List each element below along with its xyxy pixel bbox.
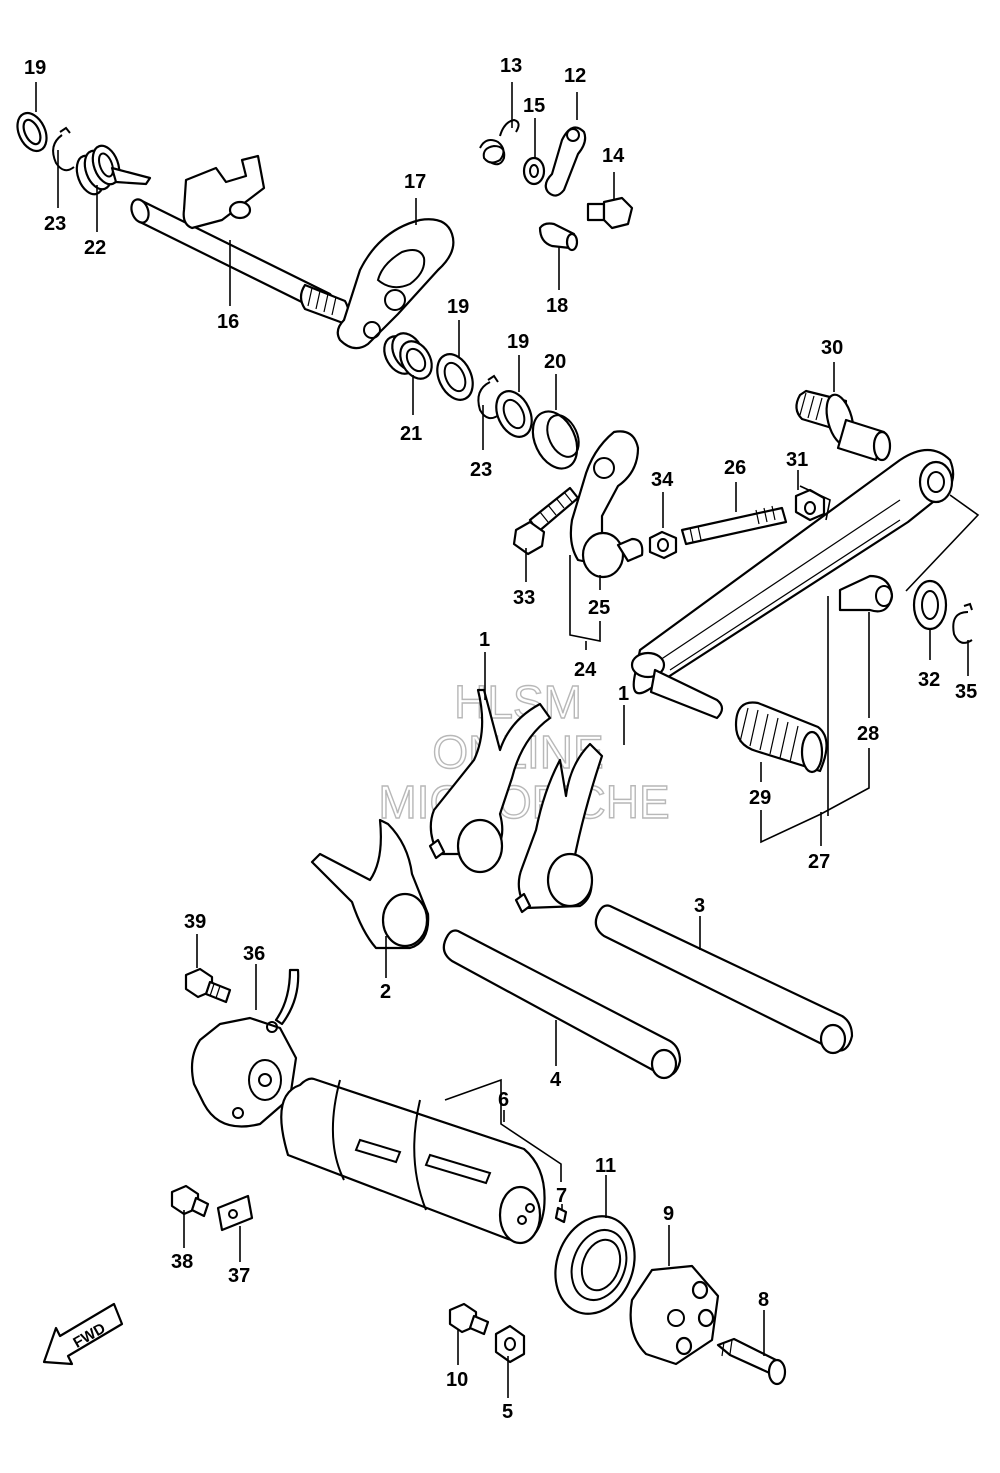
fwd-arrow-icon: FWD	[42, 1302, 124, 1366]
callout-labels: 19 23 22 16 17 13 15 12 14 18 19 19 20 2…	[24, 55, 977, 1423]
leader-lines	[35, 82, 980, 1398]
spring-21	[383, 332, 433, 380]
circlip-35	[952, 602, 973, 644]
shaft-30	[795, 389, 892, 462]
shift-drum-6	[280, 1077, 546, 1245]
washer-15	[522, 156, 546, 186]
callout-31: 31	[786, 449, 808, 471]
callout-24: 24	[574, 659, 597, 681]
arm-24	[569, 430, 644, 579]
callout-22: 22	[84, 237, 106, 259]
bolt-39	[184, 967, 232, 1004]
shift-lever-27	[630, 448, 955, 720]
rubber-29	[734, 701, 828, 774]
callout-25: 25	[588, 597, 610, 619]
shift-fork-1-right	[514, 742, 604, 914]
callout-18: 18	[546, 295, 568, 317]
cam-9	[629, 1264, 720, 1366]
callout-27: 27	[808, 851, 830, 873]
callout-21: 21	[400, 423, 422, 445]
callout-10: 10	[446, 1369, 468, 1391]
callout-32: 32	[918, 669, 940, 691]
pin-18	[538, 222, 579, 252]
circlip-23-left	[52, 126, 75, 172]
callout-29: 29	[749, 787, 771, 809]
callout-38: 38	[171, 1251, 193, 1273]
callout-16: 16	[217, 311, 239, 333]
callout-28: 28	[857, 723, 879, 745]
callout-14: 14	[602, 145, 625, 167]
washer-32	[912, 579, 948, 631]
pin-28	[838, 574, 894, 613]
callout-23-mid: 23	[470, 459, 492, 481]
link-12	[544, 126, 587, 197]
bolt-33	[512, 486, 580, 556]
callout-39: 39	[184, 911, 206, 933]
pin-8	[716, 1337, 787, 1386]
cover-36	[190, 968, 300, 1128]
callout-17: 17	[404, 171, 426, 193]
callout-30: 30	[821, 337, 843, 359]
shift-shaft-16	[130, 154, 350, 325]
callout-9: 9	[663, 1203, 674, 1225]
watermark-line-3: MICROFICHE	[378, 776, 669, 828]
callout-1-right: 1	[618, 683, 629, 705]
washer-19-right	[495, 390, 533, 438]
callout-5: 5	[502, 1401, 513, 1423]
callout-3: 3	[694, 895, 705, 917]
shift-fork-1-left	[428, 688, 552, 874]
callout-35: 35	[955, 681, 977, 703]
bolt-38	[170, 1184, 210, 1218]
callout-8: 8	[758, 1289, 769, 1311]
callout-19-mid: 19	[447, 296, 469, 318]
fork-shaft-4	[442, 929, 682, 1080]
washer-5	[494, 1324, 526, 1364]
callout-13: 13	[500, 55, 522, 77]
callout-4: 4	[550, 1069, 562, 1091]
callout-12: 12	[564, 65, 586, 87]
callout-11: 11	[595, 1155, 616, 1177]
bolt-10	[448, 1302, 490, 1336]
callout-2: 2	[380, 981, 391, 1003]
callout-36: 36	[243, 943, 265, 965]
nut-34	[648, 530, 678, 560]
callout-19-left: 19	[24, 57, 46, 79]
bolt-14	[586, 196, 634, 230]
shift-arm-plate-17	[336, 218, 455, 350]
spring-13	[479, 118, 520, 166]
washer-19-left	[16, 111, 48, 153]
shift-fork-2	[310, 818, 430, 950]
callout-19-right: 19	[507, 331, 529, 353]
callout-33: 33	[513, 587, 535, 609]
spring-22	[75, 144, 152, 196]
callout-37: 37	[228, 1265, 250, 1287]
callout-26: 26	[724, 457, 746, 479]
callout-1-left: 1	[479, 629, 490, 651]
callout-20: 20	[544, 351, 566, 373]
callout-7: 7	[556, 1185, 567, 1207]
callout-6: 6	[498, 1089, 509, 1111]
callout-15: 15	[523, 95, 545, 117]
fork-shaft-3	[594, 904, 854, 1055]
circlip-23-mid	[477, 374, 501, 420]
plate-37	[216, 1194, 254, 1232]
callout-23-left: 23	[44, 213, 66, 235]
washer-19-mid	[436, 353, 474, 401]
rod-26	[680, 505, 788, 546]
bearing-11	[554, 1215, 636, 1315]
pin-7	[554, 1206, 568, 1224]
oil-seal-20	[531, 410, 580, 470]
callout-34: 34	[651, 469, 674, 491]
